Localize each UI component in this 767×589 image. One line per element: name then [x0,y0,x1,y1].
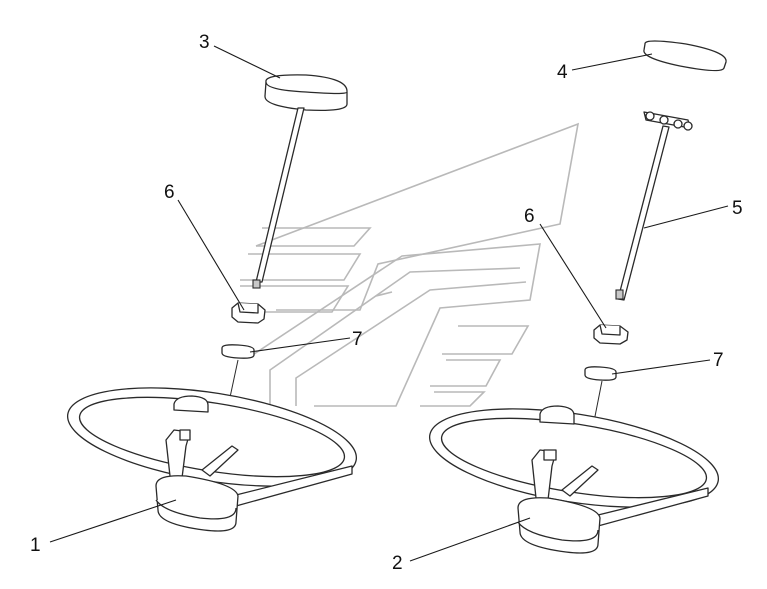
callout-2: 2 [392,553,403,574]
washer-part-7-left [221,344,255,359]
callout-7-left: 7 [352,329,363,350]
leader-lines [49,45,729,562]
right-steering-assembly [428,40,727,554]
cap-part-4 [643,40,727,72]
watermark-logo [232,122,580,407]
callout-4: 4 [557,62,568,83]
callout-3: 3 [199,32,210,53]
callout-5: 5 [732,198,743,219]
leader-7-left [249,337,351,353]
horn-rod-left [252,107,305,289]
left-steering-assembly [66,74,358,532]
callout-labels: 1 2 3 4 5 6 6 7 7 [30,32,743,574]
callout-6-left: 6 [164,182,175,203]
leader-6-left [177,199,245,311]
horn-rod-part-5 [615,111,693,301]
leader-2 [409,517,531,562]
nut-part-6-right [593,324,629,345]
leader-4 [571,53,653,71]
leader-6-right [539,223,607,329]
steering-wheel-part-1 [66,387,358,532]
leader-7-right [611,359,711,375]
horn-cap-part-3 [264,74,348,112]
washer-part-7-right [584,366,617,381]
steering-wheel-part-2 [428,405,720,554]
leader-3 [213,45,281,79]
leader-1 [49,499,177,543]
leader-5 [643,205,729,229]
callout-6-right: 6 [524,206,535,227]
callout-1: 1 [30,535,41,556]
nut-part-6-left [231,302,266,324]
callout-7-right: 7 [713,350,724,371]
